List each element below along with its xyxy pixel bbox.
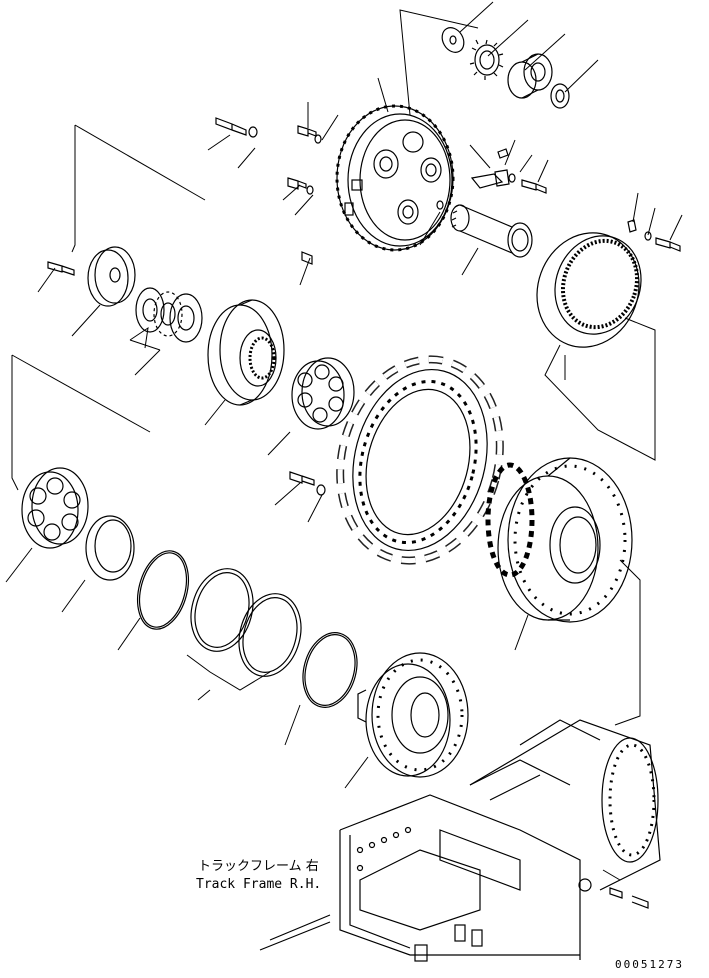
needle-bearing xyxy=(507,53,553,99)
small-pinion-gear xyxy=(469,39,504,80)
thrust-washer xyxy=(550,83,570,109)
shim-set xyxy=(135,287,203,343)
top-washer xyxy=(441,27,465,53)
track-frame xyxy=(259,719,661,962)
caption-japanese: トラックフレーム 右 xyxy=(198,859,319,874)
roller-bearing-lower xyxy=(21,467,89,549)
caption-english: Track Frame R.H. xyxy=(196,877,321,892)
ring-gear xyxy=(536,219,681,348)
planet-carrier xyxy=(335,104,455,252)
cover-plate xyxy=(47,246,136,307)
o-rings xyxy=(137,550,358,708)
drawing-number: 00051273 xyxy=(615,958,684,971)
roller-bearing-upper xyxy=(291,357,355,430)
sprocket xyxy=(289,355,504,565)
bearing-hub xyxy=(207,299,285,406)
sun-gear-shaft xyxy=(450,204,533,258)
final-drive-housing xyxy=(357,652,469,778)
oil-seal xyxy=(85,515,135,581)
carrier-bolts xyxy=(215,117,547,265)
sprocket-hub xyxy=(485,457,633,623)
leader-lines xyxy=(5,1,683,881)
